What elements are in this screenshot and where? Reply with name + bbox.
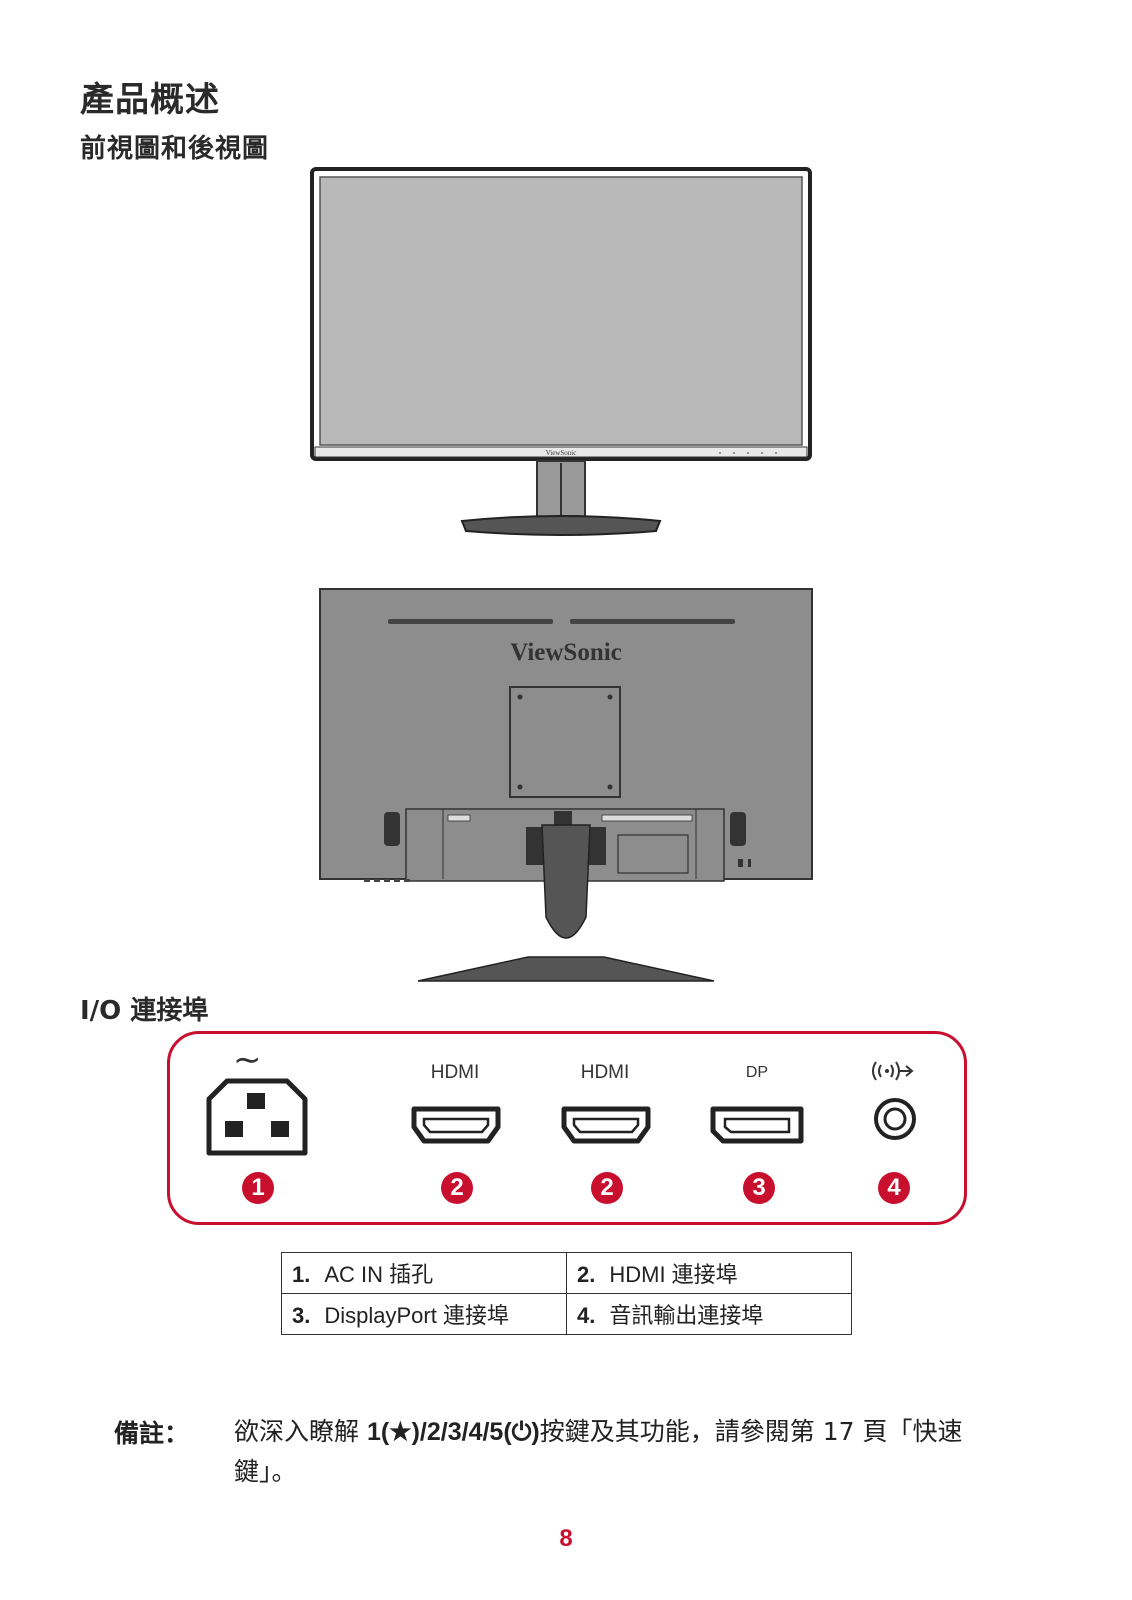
monitor-front-view: ViewSonic (310, 167, 812, 536)
front-brand-logo: ViewSonic (546, 449, 577, 457)
port-label-hdmi-2: HDMI (580, 1062, 630, 1083)
page-number: 8 (559, 1525, 573, 1552)
back-brand-logo: ViewSonic (510, 639, 622, 666)
monitor-back-view: ViewSonic (319, 588, 813, 982)
audio-out-symbol-icon (872, 1061, 914, 1081)
hotkey-list: 1(★)/2/3/4/5(⏻) (366, 1418, 540, 1446)
port-label-dp: DP (745, 1064, 769, 1081)
legend-cell: 4.音訊輸出連接埠 (566, 1293, 852, 1335)
audio-out-icon (874, 1098, 916, 1140)
ac-in-icon (206, 1078, 308, 1156)
legend-cell: 1.AC IN 插孔 (281, 1252, 567, 1294)
port-number-badge-4: 4 (878, 1172, 910, 1204)
page-title: 產品概述 (80, 80, 220, 120)
ac-symbol: ∼ (233, 1040, 262, 1080)
hdmi-port-icon (561, 1106, 651, 1144)
table-row: 1.AC IN 插孔 2.HDMI 連接埠 (281, 1252, 852, 1294)
port-label-hdmi-1: HDMI (430, 1062, 480, 1083)
section-title-views: 前視圖和後視圖 (80, 134, 270, 164)
note-text: 欲深入瞭解 1(★)/2/3/4/5(⏻)按鍵及其功能，請參閱第 17 頁「快速… (234, 1417, 963, 1486)
legend-cell: 3.DisplayPort 連接埠 (281, 1293, 567, 1335)
io-port-panel (167, 1031, 967, 1225)
section-title-io: I/O 連接埠 (80, 996, 209, 1026)
port-number-badge-2b: 2 (591, 1172, 623, 1204)
table-row: 3.DisplayPort 連接埠 4.音訊輸出連接埠 (281, 1293, 852, 1335)
hdmi-port-icon (411, 1106, 501, 1144)
legend-cell: 2.HDMI 連接埠 (566, 1252, 852, 1294)
port-number-badge-3: 3 (743, 1172, 775, 1204)
displayport-icon (710, 1106, 804, 1144)
note-label: 備註： (114, 1419, 190, 1448)
port-number-badge-2: 2 (441, 1172, 473, 1204)
port-legend-table: 1.AC IN 插孔 2.HDMI 連接埠 3.DisplayPort 連接埠 … (281, 1252, 852, 1335)
port-number-badge-1: 1 (242, 1172, 274, 1204)
